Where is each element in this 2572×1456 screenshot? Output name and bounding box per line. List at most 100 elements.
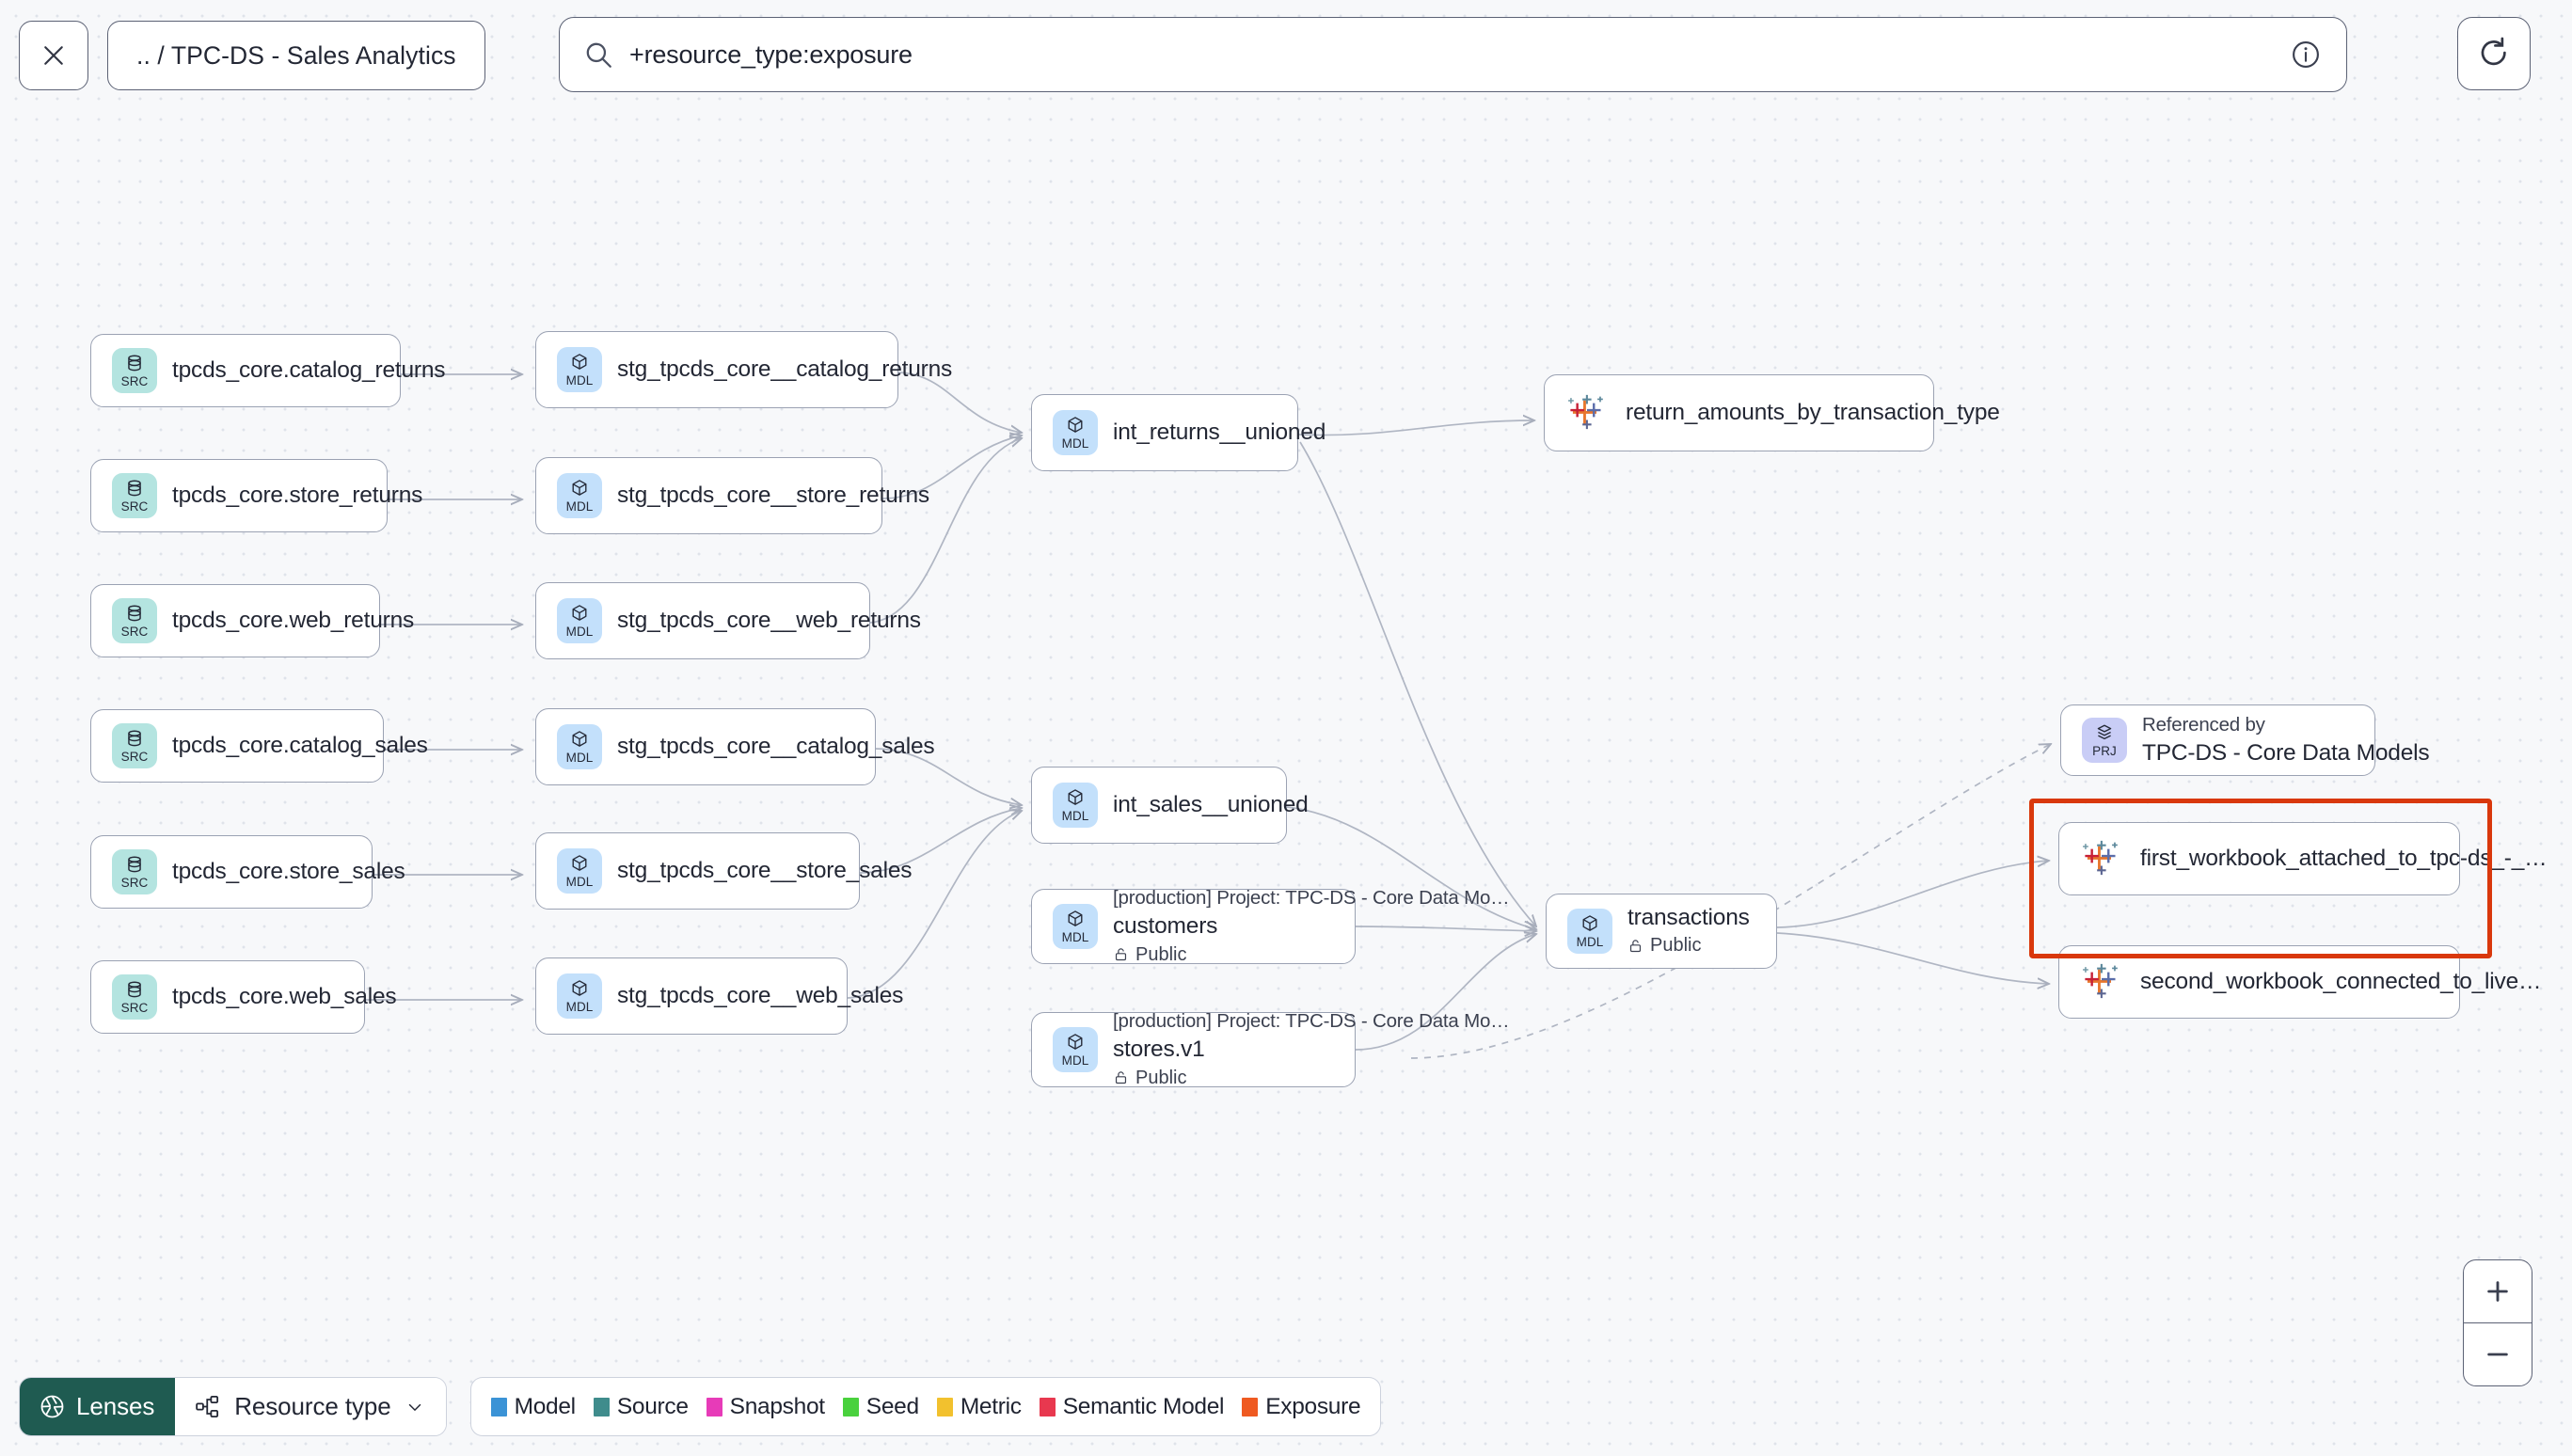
graph-node-model[interactable]: MDL transactions Public <box>1546 894 1777 969</box>
legend-swatch <box>706 1397 722 1416</box>
tableau-icon <box>2083 963 2118 999</box>
model-badge: MDL <box>557 973 602 1019</box>
legend-item-source: Source <box>593 1394 689 1420</box>
graph-node-exposure[interactable]: return_amounts_by_transaction_type <box>1544 374 2000 451</box>
model-badge-label: MDL <box>1061 1053 1089 1068</box>
graph-node-model[interactable]: MDL stg_tpcds_core__catalog_returns <box>535 331 952 408</box>
top-toolbar: .. / TPC-DS - Sales Analytics <box>0 0 2572 111</box>
plus-icon <box>2487 1280 2508 1302</box>
minus-icon <box>2487 1353 2508 1356</box>
source-badge-label: SRC <box>120 1001 149 1016</box>
breadcrumb[interactable]: .. / TPC-DS - Sales Analytics <box>107 21 485 90</box>
unlock-icon <box>1115 1071 1127 1084</box>
hierarchy-icon <box>196 1395 219 1418</box>
refresh-button[interactable] <box>2457 17 2531 90</box>
graph-node-model[interactable]: MDL int_sales__unioned <box>1031 767 1309 844</box>
zoom-out-button[interactable] <box>2464 1323 2532 1386</box>
node-title: int_sales__unioned <box>1113 791 1309 817</box>
search-bar[interactable] <box>559 17 2347 92</box>
node-title: first_workbook_attached_to_tpc-ds_-_… <box>2140 845 2548 871</box>
graph-node-source[interactable]: SRC tpcds_core.catalog_returns <box>90 334 446 407</box>
graph-node-model[interactable]: MDL stg_tpcds_core__catalog_sales <box>535 708 935 785</box>
layers-icon <box>2097 724 2112 740</box>
cube-icon <box>1068 1034 1083 1051</box>
node-access-label: Public <box>1650 935 1702 957</box>
graph-node-exposure[interactable]: second_workbook_connected_to_live… <box>2058 945 2542 1019</box>
node-title: tpcds_core.catalog_sales <box>172 732 428 758</box>
graph-node-source[interactable]: SRC tpcds_core.web_sales <box>90 960 397 1034</box>
graph-node-model[interactable]: MDL stg_tpcds_core__store_sales <box>535 832 913 910</box>
node-project-label: [production] Project: TPC-DS - Core Data… <box>1113 1010 1510 1033</box>
model-badge-label: MDL <box>565 625 594 640</box>
graph-node-model[interactable]: MDL stg_tpcds_core__web_sales <box>535 957 904 1035</box>
graph-node-source[interactable]: SRC tpcds_core.store_returns <box>90 459 422 532</box>
node-access-badge: Public <box>1113 1065 1355 1091</box>
legend-item-snapshot: Snapshot <box>706 1393 825 1420</box>
node-title: stg_tpcds_core__store_returns <box>617 482 929 508</box>
source-badge: SRC <box>112 473 157 518</box>
legend-label: Semantic Model <box>1062 1393 1225 1419</box>
node-access-label: Public <box>1135 943 1187 965</box>
model-badge: MDL <box>557 473 602 518</box>
model-badge: MDL <box>557 598 602 643</box>
model-badge-label: MDL <box>565 499 594 514</box>
legend-item-exposure: Exposure <box>1242 1394 1361 1420</box>
node-title: stg_tpcds_core__web_sales <box>617 982 904 1008</box>
source-badge: SRC <box>112 723 157 768</box>
unlock-icon <box>1115 948 1127 961</box>
graph-node-model[interactable]: MDL [production] Project: TPC-DS - Core … <box>1031 1010 1510 1088</box>
database-icon <box>128 981 141 998</box>
source-badge-label: SRC <box>120 750 149 765</box>
project-badge: PRJ <box>2082 718 2127 763</box>
graph-node-model[interactable]: MDL stg_tpcds_core__web_returns <box>535 582 921 659</box>
breadcrumb-label: .. / TPC-DS - Sales Analytics <box>136 40 456 70</box>
zoom-in-button[interactable] <box>2464 1260 2532 1323</box>
graph-node-model[interactable]: MDL stg_tpcds_core__store_returns <box>535 457 929 534</box>
graph-node-project[interactable]: PRJ Referenced by TPC-DS - Core Data Mod… <box>2060 704 2430 776</box>
bottom-toolbar: Lenses Resource type Model <box>19 1377 1382 1436</box>
legend-swatch <box>936 1397 953 1416</box>
database-icon <box>128 730 141 747</box>
tableau-icon <box>1568 394 1603 430</box>
node-access-label: Public <box>1135 1067 1187 1088</box>
database-icon <box>128 355 141 372</box>
close-button[interactable] <box>19 21 88 90</box>
resource-type-dropdown[interactable]: Resource type <box>175 1378 446 1435</box>
graph-node-model[interactable]: MDL [production] Project: TPC-DS - Core … <box>1031 887 1510 965</box>
legend-label: Model <box>514 1393 577 1419</box>
legend-label: Seed <box>865 1393 919 1419</box>
graph-node-source[interactable]: SRC tpcds_core.catalog_sales <box>90 709 428 783</box>
model-badge-label: MDL <box>1061 809 1089 824</box>
database-icon <box>128 605 141 622</box>
cube-icon <box>1068 789 1083 806</box>
node-referenced-by-label: Referenced by <box>2142 714 2265 736</box>
info-icon[interactable] <box>2290 39 2322 71</box>
lenses-button[interactable]: Lenses <box>20 1378 176 1435</box>
cube-icon <box>572 731 587 748</box>
legend-label: Snapshot <box>729 1393 825 1419</box>
chevron-down-icon <box>408 1403 421 1411</box>
graph-node-exposure[interactable]: first_workbook_attached_to_tpc-ds_-_… <box>2058 822 2548 895</box>
node-title: stg_tpcds_core__store_sales <box>617 857 913 883</box>
search-input[interactable] <box>629 40 2290 70</box>
project-badge-label: PRJ <box>2092 744 2117 759</box>
model-badge-label: MDL <box>565 373 594 388</box>
cube-icon <box>1068 417 1083 434</box>
cube-icon <box>1068 910 1083 927</box>
graph-node-model[interactable]: MDL int_returns__unioned <box>1031 394 1326 471</box>
refresh-icon <box>2481 37 2506 66</box>
model-badge: MDL <box>557 848 602 894</box>
close-icon <box>44 46 63 65</box>
lens-control-group: Lenses Resource type <box>19 1377 447 1436</box>
graph-node-source[interactable]: SRC tpcds_core.web_returns <box>90 584 415 657</box>
source-badge-label: SRC <box>120 625 149 640</box>
source-badge: SRC <box>112 598 157 643</box>
graph-node-source[interactable]: SRC tpcds_core.store_sales <box>90 835 405 909</box>
node-title: tpcds_core.catalog_returns <box>172 356 446 383</box>
node-title: stg_tpcds_core__web_returns <box>617 607 921 633</box>
database-icon <box>128 856 141 873</box>
model-badge: MDL <box>1567 909 1612 954</box>
node-title: tpcds_core.web_returns <box>172 607 415 633</box>
